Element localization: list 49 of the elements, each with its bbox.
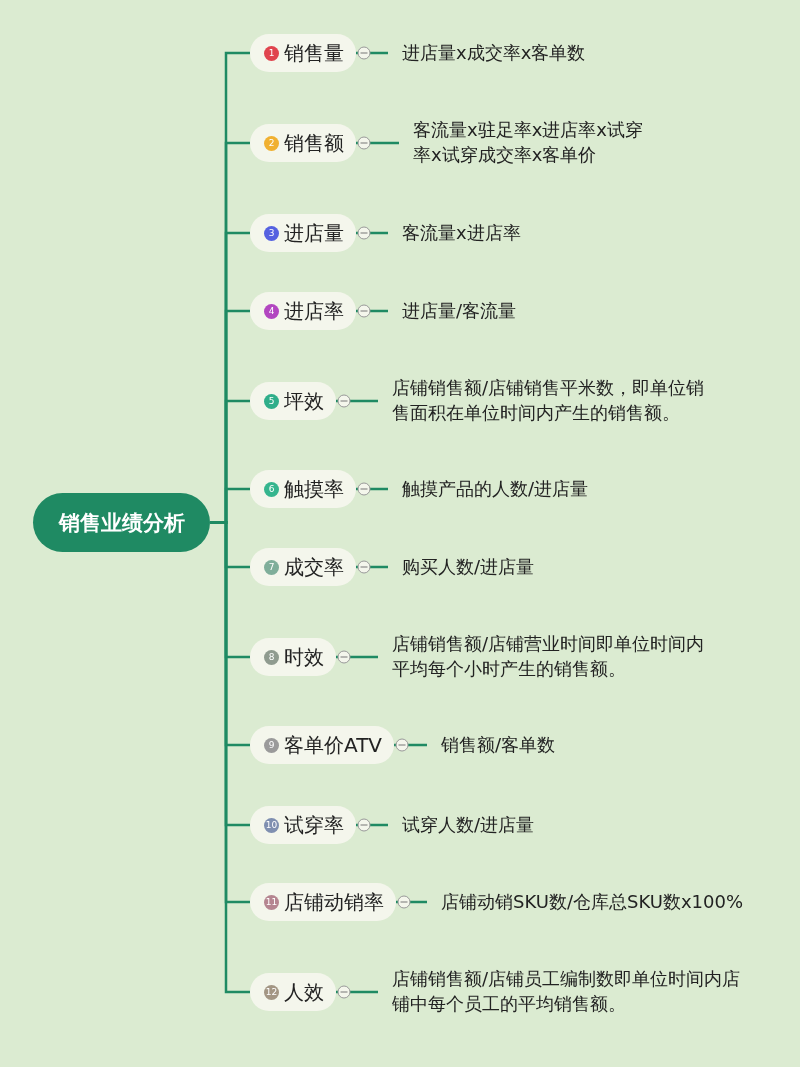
number-badge: 2 — [264, 135, 279, 151]
number-badge: 4 — [264, 303, 279, 319]
formula-text: 销售额/客单数 — [427, 731, 556, 757]
topic-pill — [250, 726, 395, 764]
topic-pill — [250, 214, 356, 252]
number-badge: 9 — [264, 737, 279, 753]
topic-pill — [250, 124, 356, 162]
topic-label: 店铺动销率 — [284, 888, 384, 916]
formula-text: 店铺销售额/店铺员工编制数即单位时间内店铺中每个员工的平均销售额。 — [378, 966, 742, 1016]
topic-pill — [250, 638, 336, 676]
formula-text: 客流量x驻足率x进店率x试穿率x试穿成交率x客单价 — [399, 117, 653, 167]
topic-pill — [250, 973, 336, 1011]
topic-label: 成交率 — [284, 553, 344, 581]
topic-label: 人效 — [284, 978, 324, 1006]
number-badge: 10 — [264, 817, 279, 833]
number-badge: 5 — [264, 393, 279, 409]
topic-label: 销售额 — [284, 129, 344, 157]
number-badge: 12 — [264, 984, 279, 1000]
formula-text: 店铺销售额/店铺销售平米数，即单位销售面积在单位时间内产生的销售额。 — [378, 375, 722, 425]
topic-pill — [250, 382, 336, 420]
topic-pill — [250, 34, 356, 72]
formula-text: 触摸产品的人数/进店量 — [388, 475, 589, 501]
root-topic: 销售业绩分析 — [33, 493, 210, 552]
topic-label: 时效 — [284, 643, 324, 671]
formula-text: 试穿人数/进店量 — [388, 811, 535, 837]
formula-text: 进店量/客流量 — [388, 297, 517, 323]
number-badge: 1 — [264, 45, 279, 61]
formula-text: 进店量x成交率x客单数 — [388, 39, 586, 65]
topic-label: 客单价ATV — [284, 731, 383, 759]
formula-text: 客流量x进店率 — [388, 219, 521, 245]
formula-text: 店铺动销SKU数/仓库总SKU数x100% — [427, 888, 744, 914]
topic-pill — [250, 470, 356, 508]
formula-text: 购买人数/进店量 — [388, 553, 535, 579]
topic-pill — [250, 292, 356, 330]
number-badge: 8 — [264, 649, 279, 665]
topic-pill — [250, 806, 356, 844]
number-badge: 3 — [264, 225, 279, 241]
number-badge: 6 — [264, 481, 279, 497]
topic-label: 销售量 — [284, 39, 344, 67]
topic-label: 进店量 — [284, 219, 344, 247]
number-badge: 7 — [264, 559, 279, 575]
number-badge: 11 — [264, 894, 279, 910]
formula-text: 店铺销售额/店铺营业时间即单位时间内平均每个小时产生的销售额。 — [378, 631, 712, 681]
topic-label: 触摸率 — [284, 475, 344, 503]
topic-pill — [250, 883, 396, 921]
topic-label: 进店率 — [284, 297, 344, 325]
topic-label: 试穿率 — [284, 811, 344, 839]
topic-label: 坪效 — [284, 387, 324, 415]
topic-pill — [250, 548, 356, 586]
